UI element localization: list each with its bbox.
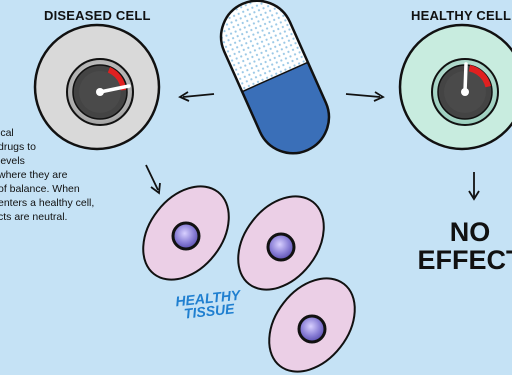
arrow-to-diseased: [180, 92, 214, 101]
healthy-cell-title: HEALTHY CELL: [411, 8, 511, 23]
description-line: levels: [0, 154, 148, 168]
no-effect-label: NO EFFECT: [400, 218, 512, 274]
description-line: cts are neutral.: [0, 210, 148, 224]
arrow-to-healthy: [346, 92, 383, 101]
description-line: where they are: [0, 168, 148, 182]
no-effect-line-2: EFFECT: [400, 246, 512, 274]
arrow-to-tissue: [146, 165, 160, 193]
arrow-to-no-effect: [469, 172, 479, 199]
diseased-cell-title: DISEASED CELL: [44, 8, 151, 23]
description-line: of balance. When: [0, 182, 148, 196]
healthy-gauge: [432, 59, 498, 125]
healthy-tissue-label: HEALTHY TISSUE: [175, 289, 242, 322]
description-line: ical: [0, 126, 148, 140]
healthy-cell: [400, 25, 512, 149]
no-effect-line-1: NO: [400, 218, 512, 246]
diseased-gauge: [67, 59, 133, 125]
pill-capsule: [210, 0, 341, 165]
description-line: enters a healthy cell,: [0, 196, 148, 210]
description-text: ical drugs to levels where they are of b…: [0, 126, 148, 224]
description-line: drugs to: [0, 140, 148, 154]
